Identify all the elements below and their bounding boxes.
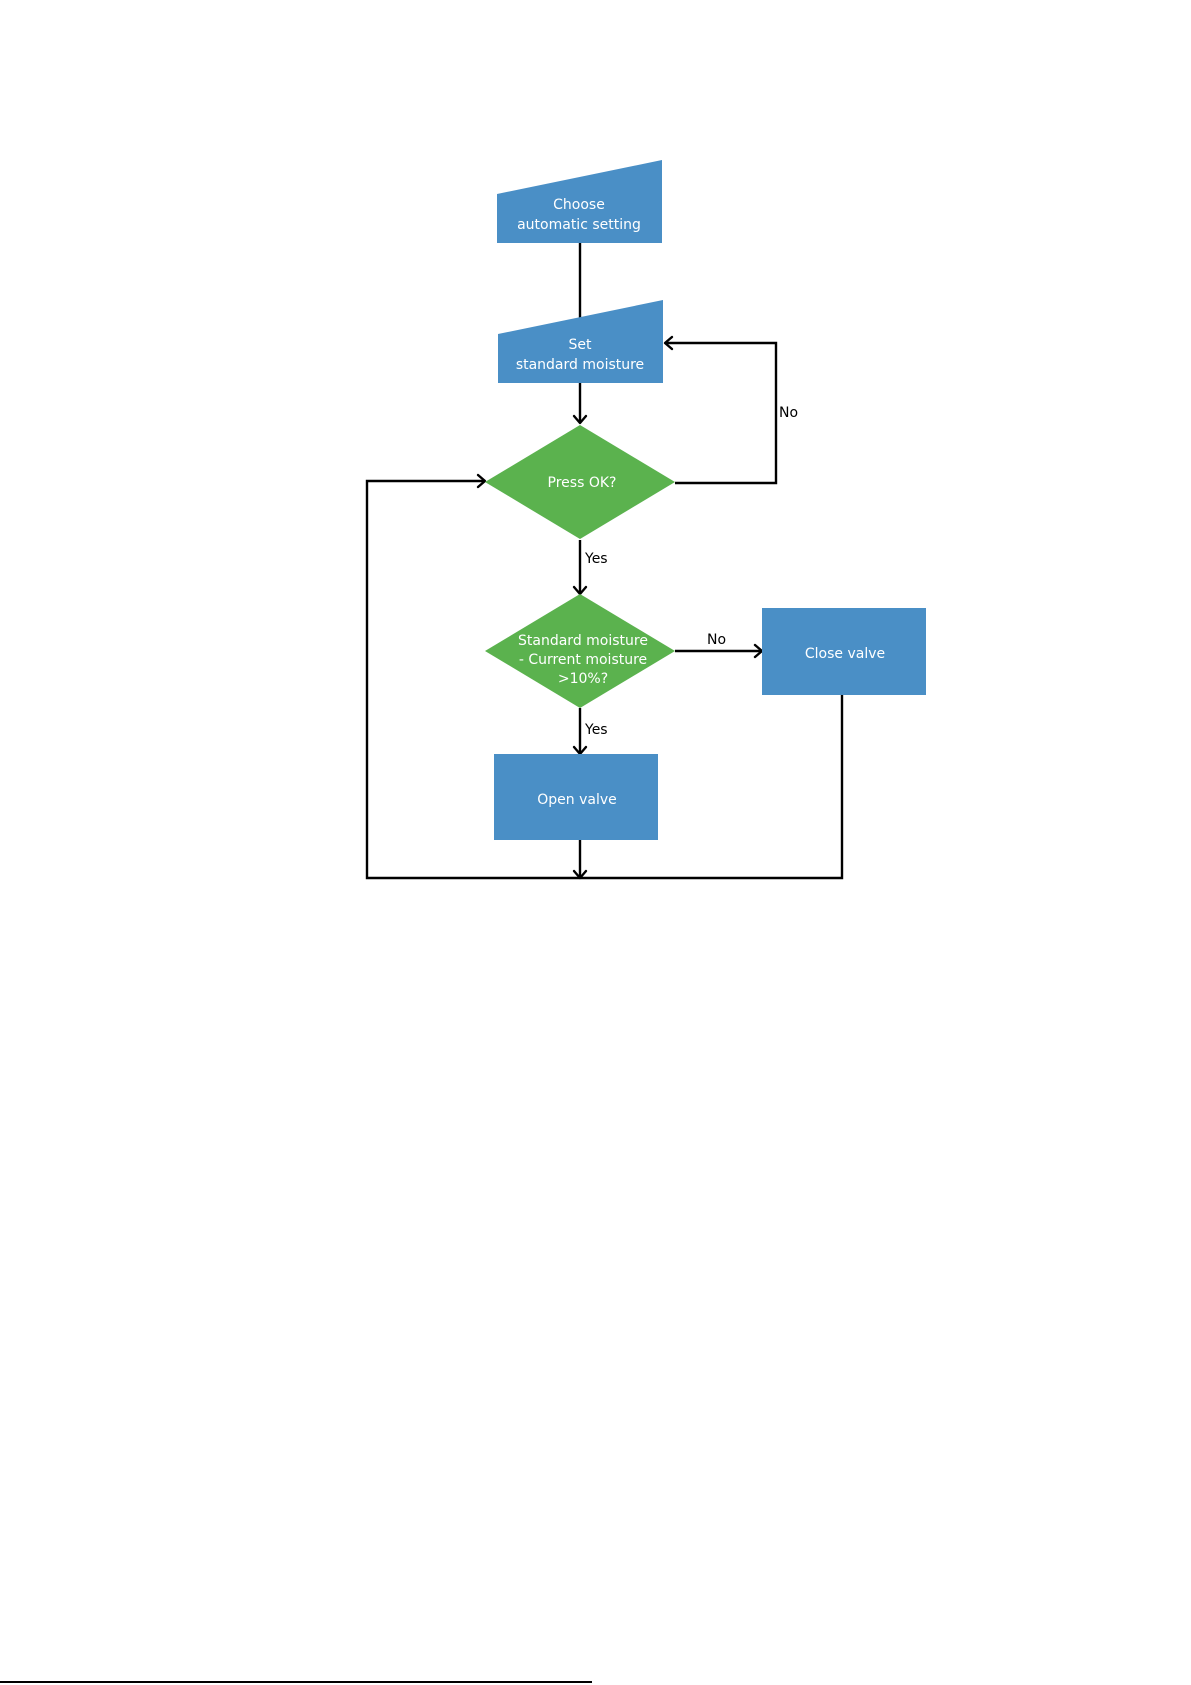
node-moisture-check: Standard moisture - Current moisture >10… <box>485 594 675 708</box>
decision-shape <box>485 594 675 708</box>
connector-press-ok-no-loop <box>665 343 776 483</box>
node-set-moisture-line2: standard moisture <box>516 357 644 373</box>
edge-label-press-ok-no: No <box>779 405 798 421</box>
edge-label-press-ok-yes: Yes <box>584 551 608 567</box>
node-choose-setting-line1: Choose <box>553 197 605 213</box>
node-press-ok: Press OK? <box>485 425 675 539</box>
node-choose-setting: Choose automatic setting <box>497 160 662 243</box>
node-open-valve-line1: Open valve <box>537 792 617 808</box>
node-press-ok-line1: Press OK? <box>548 475 617 491</box>
edge-label-moisture-yes: Yes <box>584 722 608 738</box>
node-moisture-check-line3: >10%? <box>558 671 608 687</box>
page-bottom-rule <box>0 1681 592 1683</box>
node-moisture-check-line1: Standard moisture <box>518 633 648 649</box>
node-open-valve: Open valve <box>494 754 658 840</box>
node-close-valve: Close valve <box>762 608 926 695</box>
node-choose-setting-line2: automatic setting <box>517 217 641 233</box>
edge-label-moisture-no: No <box>707 632 726 648</box>
node-set-moisture-line1: Set <box>569 337 593 353</box>
node-close-valve-line1: Close valve <box>805 646 885 662</box>
node-moisture-check-line2: - Current moisture <box>519 652 647 668</box>
